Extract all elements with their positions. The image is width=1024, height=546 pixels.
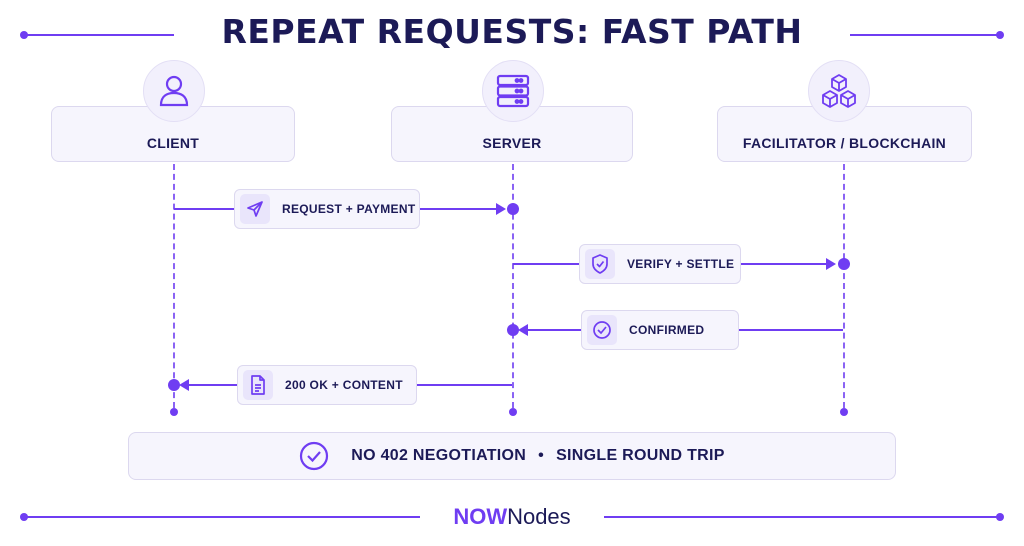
footer-rule-right-dot [996,513,1004,521]
message-verify: VERIFY + SETTLE [579,244,741,284]
summary-check-icon [299,441,329,471]
message-response: 200 OK + CONTENT [237,365,417,405]
server-icon [482,60,544,122]
title-rule-right [850,34,1000,36]
message-response-label: 200 OK + CONTENT [285,378,403,392]
lifeline-client [173,164,175,408]
title-rule-right-dot [996,31,1004,39]
message-request-label: REQUEST + PAYMENT [282,202,416,216]
send-icon [240,194,270,224]
actor-facilitator-label: FACILITATOR / BLOCKCHAIN [742,135,947,151]
shield-check-icon [585,249,615,279]
document-icon [243,370,273,400]
arrow-verify-head [826,258,836,270]
arrow-request-head [496,203,506,215]
footer-rule-right [604,516,1000,518]
footer-rule-left [24,516,420,518]
arrow-request-end [507,203,519,215]
summary-separator: • [538,447,545,464]
title-rule-left [24,34,174,36]
actor-server-label: SERVER [482,135,542,151]
message-confirmed-label: CONFIRMED [629,323,705,337]
page-title: REPEAT REQUESTS: FAST PATH [221,12,803,51]
arrow-confirmed-end [507,324,519,336]
lifeline-server [512,164,514,408]
lifeline-facilitator [843,164,845,408]
actor-client-label: CLIENT [146,135,200,151]
user-icon [143,60,205,122]
blockchain-cubes-icon [808,60,870,122]
title-row: REPEAT REQUESTS: FAST PATH [0,8,1024,54]
summary-part1: NO 402 NEGOTIATION [351,447,527,464]
message-verify-label: VERIFY + SETTLE [627,257,735,271]
summary-part2: SINGLE ROUND TRIP [556,447,725,464]
brand-light: Nodes [507,504,571,529]
summary-bar: NO 402 NEGOTIATION • SINGLE ROUND TRIP [128,432,896,480]
arrow-verify-end [838,258,850,270]
message-request: REQUEST + PAYMENT [234,189,420,229]
arrow-response-head [179,379,189,391]
arrow-confirmed-head [518,324,528,336]
check-circle-icon [587,315,617,345]
brand-bold: NOW [453,504,508,529]
lifeline-server-end [509,408,517,416]
lifeline-client-end [170,408,178,416]
arrow-response-end [168,379,180,391]
message-confirmed: CONFIRMED [581,310,739,350]
brand-logo: NOWNodes [0,503,1024,531]
lifeline-facilitator-end [840,408,848,416]
